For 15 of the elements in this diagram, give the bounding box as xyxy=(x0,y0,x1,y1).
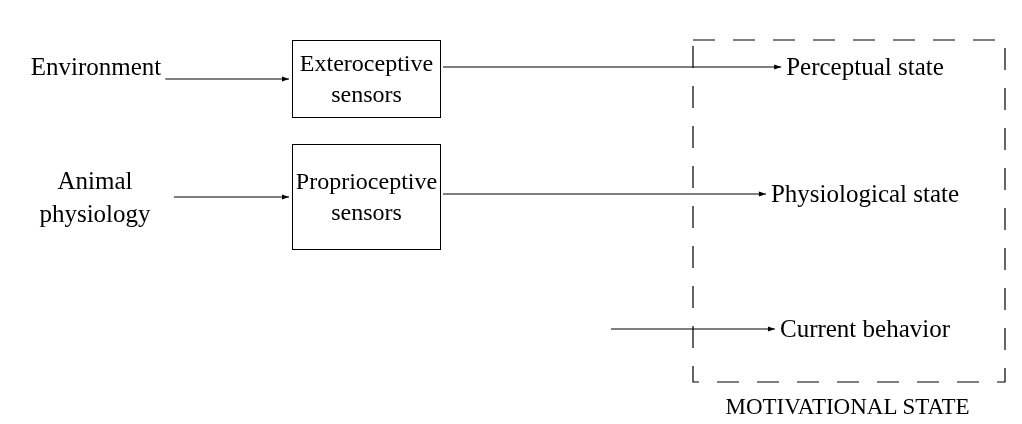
process-box xyxy=(292,144,441,250)
arrow xyxy=(442,64,782,70)
node-label: Current behavior xyxy=(779,313,951,344)
arrow xyxy=(164,76,290,82)
arrow xyxy=(442,191,767,197)
node-label: Environment xyxy=(30,51,162,82)
arrow xyxy=(610,326,776,332)
process-box xyxy=(292,40,441,118)
node-label: Perceptual state xyxy=(786,51,944,82)
node-label: Animal physiology xyxy=(38,166,152,229)
node-label: Physiological state xyxy=(770,178,960,209)
group-heading: MOTIVATIONAL STATE xyxy=(724,393,971,421)
arrow xyxy=(173,194,290,200)
box-label: Exteroceptive sensors xyxy=(298,48,435,109)
box-label: Proprioceptive sensors xyxy=(294,166,439,227)
